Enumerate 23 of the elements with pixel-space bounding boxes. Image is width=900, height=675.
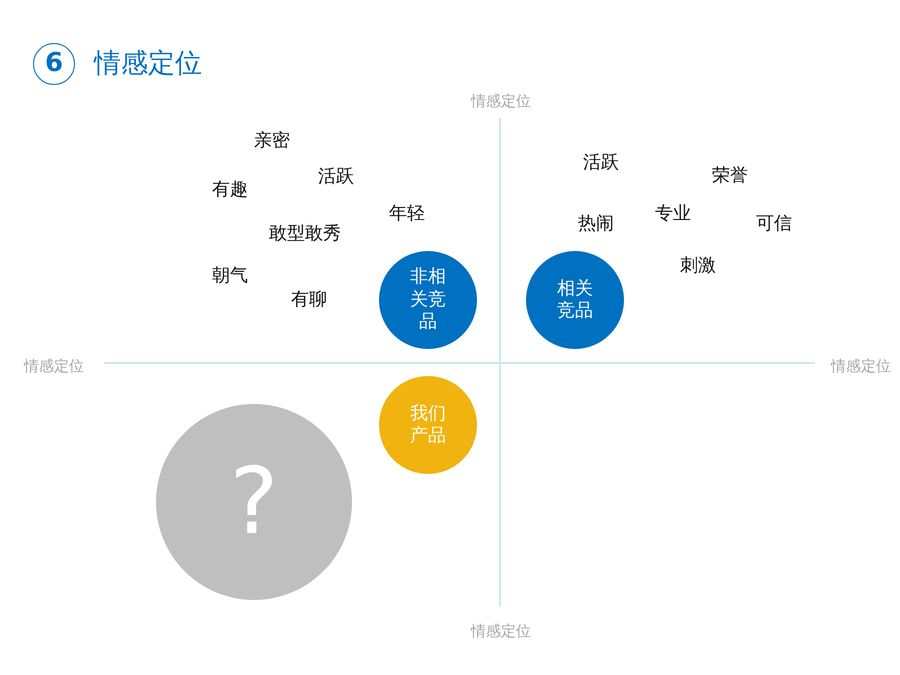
competitor-bubble: 相关竞品 xyxy=(526,251,624,349)
attribute-label: 年轻 xyxy=(389,203,425,225)
axis-label: 情感定位 xyxy=(471,622,531,640)
competitor-bubble: 非相关竞品 xyxy=(379,251,477,349)
unknown-bubble: ? xyxy=(156,404,352,600)
attribute-label: 活跃 xyxy=(318,166,354,188)
attribute-label: 专业 xyxy=(655,203,691,225)
attribute-label: 热闹 xyxy=(578,213,614,235)
attribute-label: 有聊 xyxy=(291,289,327,311)
attribute-label: 亲密 xyxy=(254,130,290,152)
step-number: 6 xyxy=(33,43,75,85)
attribute-label: 荣誉 xyxy=(712,165,748,187)
attribute-label: 敢型敢秀 xyxy=(269,223,341,245)
attribute-label: 朝气 xyxy=(212,265,248,287)
axis-label: 情感定位 xyxy=(471,92,531,110)
page-title: 情感定位 xyxy=(94,48,202,80)
attribute-label: 活跃 xyxy=(583,152,619,174)
axis-label: 情感定位 xyxy=(831,357,891,375)
attribute-label: 有趣 xyxy=(212,179,248,201)
axis-label: 情感定位 xyxy=(24,357,84,375)
attribute-label: 可信 xyxy=(756,213,792,235)
attribute-label: 刺激 xyxy=(680,255,716,277)
product-bubble: 我们产品 xyxy=(379,376,477,474)
